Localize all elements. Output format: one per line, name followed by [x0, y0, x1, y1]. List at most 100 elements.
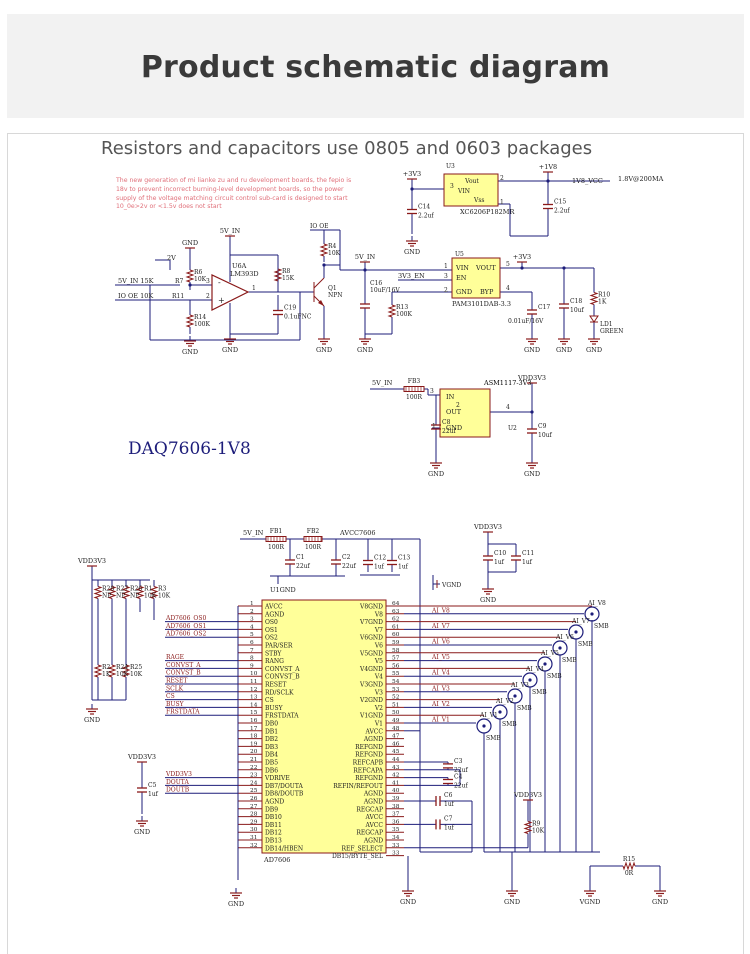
ai-net-label: AI_V5	[431, 654, 450, 661]
note-1v8: 1.8V@200MA	[618, 175, 664, 183]
ai-net-label: AI_V3	[431, 685, 450, 692]
gnd-label: GND	[404, 248, 420, 256]
smb-name: AI_V7	[571, 618, 590, 625]
capacitor-ref: C7	[444, 815, 453, 822]
resistor	[319, 243, 329, 257]
smb-name: AI_V1	[479, 712, 498, 719]
resistor-ref: R8	[282, 268, 291, 275]
capacitor-value: 1uf	[148, 791, 159, 798]
smb-label: SMB	[547, 673, 562, 680]
bead-ref: FB3	[408, 378, 421, 385]
pin-name-right: V7GND	[359, 619, 383, 626]
pin-num-left: 16	[250, 718, 258, 724]
comp-pin: 3	[206, 278, 210, 285]
resistor-ref: R15	[623, 856, 635, 863]
capacitor-value: 1uf	[444, 801, 455, 808]
net-label-left: RAGE	[166, 654, 184, 661]
net-ioe: IO OE	[310, 223, 329, 230]
pin-name-left: DB5	[265, 760, 278, 767]
resistor-value: 10K	[328, 250, 341, 257]
pin-num-left: 7	[250, 648, 254, 654]
pin-name-left: AGND	[264, 799, 284, 806]
pin-num-right: 57	[392, 656, 400, 662]
pin-name-right: REF_SELECT	[341, 845, 383, 852]
net-label-left: SCLK	[166, 685, 184, 692]
ferrite-bead	[265, 536, 287, 542]
net-5vin15k: 5V_IN 15K	[118, 277, 154, 285]
resistor-value: 100K	[396, 311, 412, 318]
gnd-label: GND	[480, 596, 496, 604]
u3-name: XC6206P182MR	[460, 208, 515, 216]
smb-label: SMB	[562, 657, 577, 664]
resistor-ref: R27	[116, 586, 128, 593]
capacitor-value: 0.1uFNC	[284, 314, 312, 321]
asm-chip	[439, 388, 491, 438]
asm-pinnum: 2	[456, 402, 460, 409]
smb-name: AI_V3	[510, 682, 529, 689]
capacitor-value: 1uf	[374, 564, 385, 571]
pin-name-right: V6GND	[359, 635, 383, 642]
resistor-ref: R13	[396, 304, 408, 311]
pin-num-right: 33	[392, 851, 400, 857]
pin-name-right: V4	[374, 674, 383, 681]
smb-connector	[522, 672, 538, 688]
ai-net-label: AI_V6	[431, 639, 450, 646]
pin-num-left: 29	[250, 819, 258, 825]
pin-name-right: V2	[374, 705, 383, 712]
pin-name-right: V1	[374, 721, 383, 728]
pin-name-left: DB6	[265, 767, 278, 774]
pin-num-left: 27	[250, 804, 258, 810]
pin-num-right: 46	[392, 741, 400, 747]
net-5vin-7606: 5V_IN	[243, 529, 264, 537]
ad7606-chip	[261, 599, 387, 854]
gnd-label: GND	[524, 346, 540, 354]
pin-name-right: AVCC	[364, 814, 383, 821]
pin-num-left: 13	[250, 695, 258, 701]
pin-num-right: 62	[392, 617, 400, 623]
capacitor-ref: C3	[454, 758, 463, 765]
pin-name-right: V5	[374, 658, 383, 665]
gnd-label: GND	[357, 346, 373, 354]
u5-name: PAM3101DAB-3.3	[452, 300, 511, 308]
pin-name-left: VDRIVE	[264, 775, 290, 782]
resistor-value: NP	[130, 593, 139, 600]
c16-ref: C16	[370, 280, 382, 287]
pin-name-right: AVCC	[364, 822, 383, 829]
resistor	[149, 586, 159, 599]
pin-name-left: DB12	[265, 830, 282, 837]
resistor-ref: R26	[130, 586, 142, 593]
pin-num-left: 9	[250, 663, 254, 669]
resistor-value: 10K	[532, 828, 545, 835]
pin-name-right: REFCAPB	[353, 760, 384, 767]
pin-num-right: 35	[392, 827, 400, 833]
pin-name-right: V2GND	[359, 697, 383, 704]
gnd-label: VGND	[579, 898, 601, 906]
resistor-value: 10K	[116, 671, 129, 678]
pin-name-left: AVCC	[264, 604, 283, 611]
pin-name-left: STBY	[265, 650, 282, 657]
power-label: GND	[182, 239, 198, 247]
u5-pin: VIN	[455, 264, 469, 272]
pin-num-right: 44	[392, 757, 400, 763]
power-label: +3V3	[403, 170, 421, 178]
pin-num-right: 47	[392, 734, 400, 740]
junction	[530, 410, 534, 414]
u5-pin: BYP	[480, 288, 494, 296]
pin-name-right: AGND	[363, 799, 383, 806]
net-label-left: RESET	[166, 678, 187, 685]
pin-name-right: V1GND	[359, 713, 383, 720]
pin-name-right: REFIN/REFOUT	[333, 783, 383, 790]
pin-num-right: 55	[392, 671, 400, 677]
asm-pin: OUT	[446, 408, 462, 416]
capacitor-value: 10uf	[538, 432, 552, 439]
u5-pinnum: 3	[444, 273, 448, 280]
bead-ref: FB1	[270, 528, 282, 535]
net-label-left: BUSY	[166, 701, 185, 708]
pin-num-right: 37	[392, 812, 400, 818]
resistor-ref: R25	[130, 664, 142, 671]
pin-name-left: AGND	[264, 611, 284, 618]
resistor	[93, 664, 103, 678]
pin-name-left: DB8/DOUTB	[265, 791, 304, 798]
capacitor-ref: C11	[522, 550, 534, 557]
